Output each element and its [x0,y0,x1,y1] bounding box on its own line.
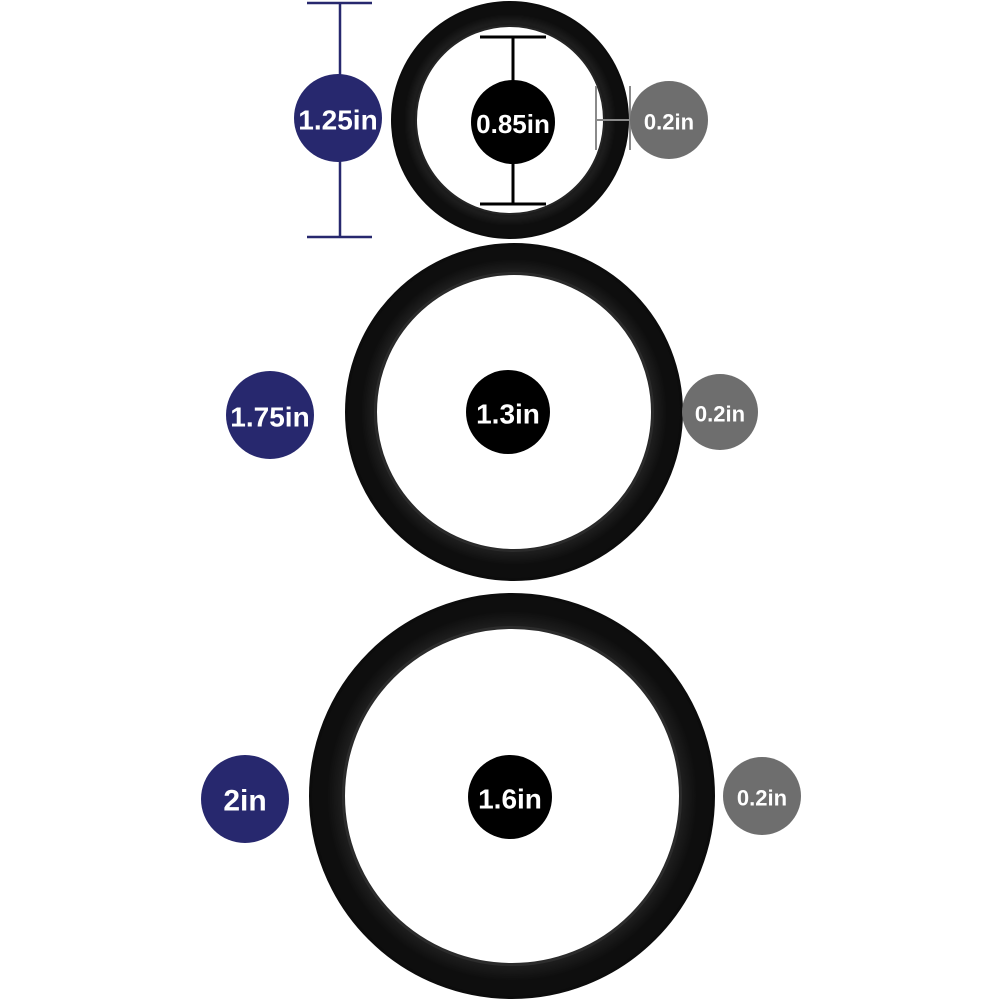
outer-size-label: 2in [223,785,266,818]
thickness-badge [630,81,708,159]
thickness-label: 0.2in [695,402,745,427]
inner-size-badge [471,80,555,164]
inner-size-label: 1.6in [478,784,542,815]
outer-size-badge [226,371,314,459]
thickness-label: 0.2in [644,110,694,135]
outer-size-badge [201,755,289,843]
ring-medium: 1.75in 1.3in 0.2in [226,243,758,581]
ring-medium-band-fill [348,246,680,578]
inner-size-badge [466,370,550,454]
inner-size-label: 0.85in [476,109,550,139]
thickness-badge [723,757,801,835]
ring-large: 2in 1.6in 0.2in [201,593,801,999]
inner-size-label: 1.3in [476,399,540,430]
thickness-badge [682,374,758,450]
thickness-label: 0.2in [737,786,787,811]
ring-large-band-fill [312,596,712,996]
outer-size-badge [294,74,382,162]
outer-size-label: 1.75in [230,402,309,433]
outer-size-label: 1.25in [298,105,377,136]
inner-size-badge [468,755,552,839]
ring-small: 1.25in 0.85in 0.2in [294,1,708,239]
thickness-dimension-line [595,86,634,150]
